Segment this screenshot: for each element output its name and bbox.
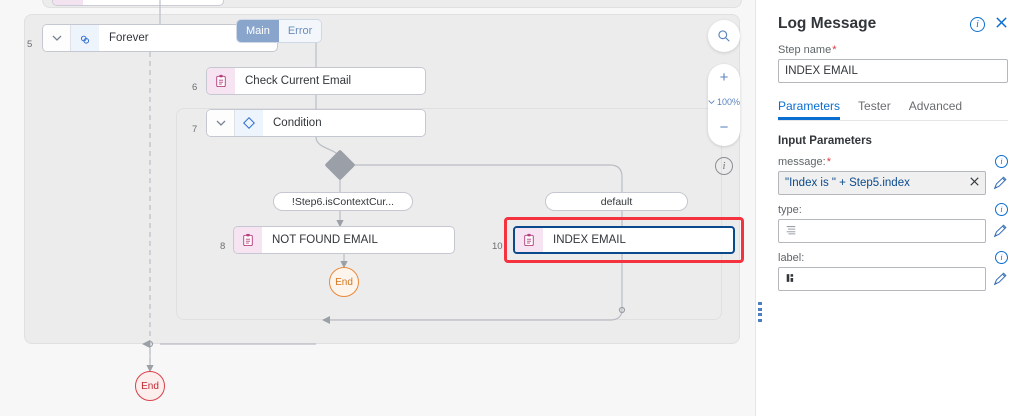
edit-expression-button[interactable] xyxy=(992,271,1008,287)
param-input-line xyxy=(778,219,1008,243)
canvas-search-button[interactable] xyxy=(708,20,740,52)
param-info-button[interactable]: i xyxy=(995,251,1008,264)
info-icon: i xyxy=(995,251,1008,264)
param-info-button[interactable]: i xyxy=(995,203,1008,216)
infinity-icon xyxy=(71,25,99,51)
node-label: Check Current Email xyxy=(245,75,352,87)
type-input[interactable] xyxy=(778,219,986,243)
step-name-label: Step name xyxy=(778,44,832,56)
tab-tester[interactable]: Tester xyxy=(858,99,891,113)
chevron-down-icon[interactable] xyxy=(43,25,71,51)
step-number-10: 10 xyxy=(492,241,503,252)
tab-advanced[interactable]: Advanced xyxy=(908,99,963,113)
info-icon: i xyxy=(995,203,1008,216)
diamond-icon xyxy=(235,110,263,136)
grip-dot xyxy=(758,318,762,322)
grip-dot xyxy=(758,307,762,311)
node-label: INDEX EMAIL xyxy=(553,234,626,246)
branch-tab-main[interactable]: Main xyxy=(237,20,279,42)
input-parameters-heading: Input Parameters xyxy=(778,135,872,147)
blocks-icon xyxy=(785,272,797,287)
node-label: Condition xyxy=(273,117,322,129)
edit-pencil-icon xyxy=(993,224,1007,238)
node-index-email[interactable]: INDEX EMAIL xyxy=(513,226,735,254)
branch-tabs[interactable]: Main Error xyxy=(237,20,322,42)
node-not-found-email[interactable]: NOT FOUND EMAIL xyxy=(233,226,455,254)
param-label-row: message: * i xyxy=(778,155,1008,168)
clipboard-icon xyxy=(515,228,543,252)
clear-button[interactable] xyxy=(970,177,979,189)
zoom-in-button[interactable]: + xyxy=(719,68,729,86)
param-row-type: type: i xyxy=(778,203,1008,243)
panel-splitter[interactable] xyxy=(755,0,764,416)
step-number-6: 6 xyxy=(192,82,198,93)
close-button[interactable] xyxy=(995,16,1008,32)
clipboard-icon xyxy=(234,227,262,253)
panel-header: Log Message i xyxy=(778,0,1008,34)
param-label: message: xyxy=(778,155,826,168)
param-label-row: label: i xyxy=(778,251,1008,264)
panel-tabs[interactable]: Parameters Tester Advanced xyxy=(778,99,1008,121)
properties-panel: Log Message i Step name * INDEX EMAIL Pa… xyxy=(764,0,1022,416)
edit-expression-button[interactable] xyxy=(992,223,1008,239)
end-node-orange[interactable]: End xyxy=(329,267,359,297)
flow-canvas[interactable]: 5 Forever Main Error 6 xyxy=(0,0,755,416)
zoom-level-value: 100% xyxy=(716,97,740,107)
info-icon: i xyxy=(995,155,1008,168)
canvas-info-button[interactable]: i xyxy=(715,157,733,175)
param-label-row: type: i xyxy=(778,203,1008,216)
message-input[interactable]: "Index is " + Step5.index xyxy=(778,171,986,195)
info-icon: i xyxy=(970,16,985,32)
branch-condition-pill-default[interactable]: default xyxy=(545,192,688,211)
list-lines-icon xyxy=(785,224,797,239)
close-icon xyxy=(970,177,979,186)
branch-tab-error[interactable]: Error xyxy=(278,20,322,42)
chevron-down-icon xyxy=(708,100,715,105)
zoom-controls[interactable]: + 100% − xyxy=(708,64,740,146)
clipboard-icon xyxy=(207,68,235,94)
edit-pencil-icon xyxy=(993,176,1007,190)
param-label: type: xyxy=(778,203,802,216)
param-input-line: "Index is " + Step5.index xyxy=(778,171,1008,195)
param-row-message: message: * i "Index is " + Step5.index xyxy=(778,155,1008,195)
edit-pencil-icon xyxy=(993,272,1007,286)
zoom-level-display[interactable]: 100% xyxy=(708,90,740,114)
edit-expression-button[interactable] xyxy=(992,175,1008,191)
node-check-current-email[interactable]: Check Current Email xyxy=(206,67,426,95)
param-label: label: xyxy=(778,251,805,264)
end-node-red[interactable]: End xyxy=(135,371,165,401)
step-number-5: 5 xyxy=(27,39,33,50)
grip-dot xyxy=(758,313,762,317)
node-condition[interactable]: Condition xyxy=(206,109,426,137)
close-icon xyxy=(996,17,1007,28)
step-number-8: 8 xyxy=(220,241,226,252)
node-label: Forever xyxy=(109,32,149,44)
grip-dot xyxy=(758,302,762,305)
node-label: NOT FOUND EMAIL xyxy=(272,234,378,246)
chevron-down-icon[interactable] xyxy=(207,110,235,136)
node-clipped-above xyxy=(52,0,224,6)
message-value: "Index is " + Step5.index xyxy=(785,177,910,189)
zoom-out-button[interactable]: − xyxy=(719,118,729,136)
step-number-7: 7 xyxy=(192,124,198,135)
node-icon-strip xyxy=(53,0,83,5)
param-row-label: label: i xyxy=(778,251,1008,291)
info-icon: i xyxy=(715,157,733,175)
step-name-input[interactable]: INDEX EMAIL xyxy=(778,59,1008,83)
panel-title: Log Message xyxy=(778,15,877,32)
magnifier-icon xyxy=(718,30,730,42)
required-asterisk: * xyxy=(832,44,837,56)
step-name-value: INDEX EMAIL xyxy=(785,65,858,77)
tab-parameters[interactable]: Parameters xyxy=(778,99,840,120)
param-info-button[interactable]: i xyxy=(995,155,1008,168)
splitter-grip[interactable] xyxy=(758,302,762,322)
panel-info-button[interactable]: i xyxy=(970,16,985,32)
label-input[interactable] xyxy=(778,267,986,291)
param-input-line xyxy=(778,267,1008,291)
step-name-label-row: Step name * xyxy=(778,44,1008,56)
branch-condition-pill-left[interactable]: !Step6.isContextCur... xyxy=(273,192,413,211)
required-asterisk: * xyxy=(826,155,831,168)
